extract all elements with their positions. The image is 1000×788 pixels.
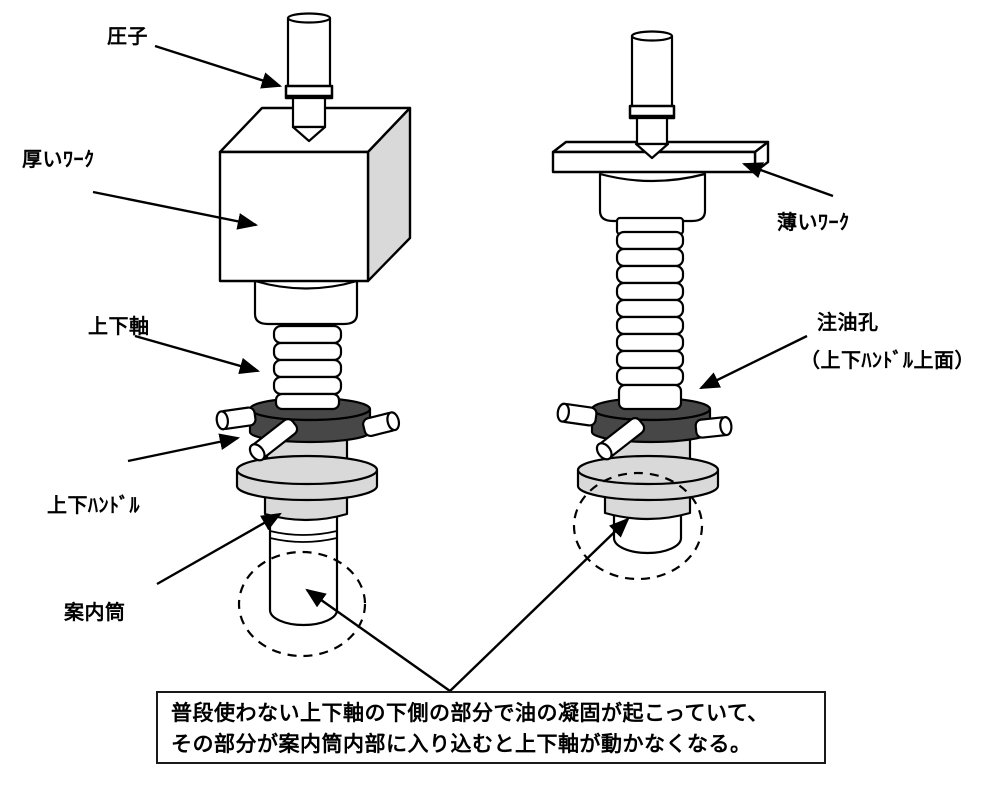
caption-arrow-left <box>305 588 451 692</box>
right-hub-handle-right <box>694 416 733 439</box>
left-dashed-circle <box>237 550 367 658</box>
left-flange <box>235 454 379 502</box>
caption-box: 普段使わない上下軸の下側の部分で油の凝固が起こっていて、 その部分が案内筒内部に… <box>156 691 826 764</box>
left-hub-handle-right <box>362 411 401 438</box>
left-assembly <box>215 12 412 658</box>
left-threaded-shaft <box>272 324 343 396</box>
guide-cylinder-arrow <box>156 512 282 586</box>
indenter-arrow <box>154 44 283 89</box>
vertical-handle-label: 上下ﾊﾝﾄﾞﾙ <box>47 495 140 517</box>
indenter-label: 圧子 <box>107 26 148 48</box>
right-assembly <box>551 30 770 581</box>
left-indenter <box>284 12 334 143</box>
right-threaded-shaft <box>615 216 685 387</box>
right-upper-collar <box>598 172 707 223</box>
caption-line-2: その部分が案内筒内部に入り込むと上下軸が動かなくなる。 <box>171 733 752 756</box>
caption-line-1: 普段使わない上下軸の下側の部分で油の凝固が起こっていて、 <box>171 702 769 725</box>
right-hub-handle-front <box>595 416 646 461</box>
left-hub-handle-left <box>215 406 257 431</box>
thick-work-label: 厚いﾜｰｸ <box>22 149 95 171</box>
left-upper-collar <box>253 279 359 326</box>
right-handle-hub <box>590 383 712 444</box>
right-flange <box>576 454 720 502</box>
callout-arrows <box>92 44 834 692</box>
vertical-handle-arrow <box>127 433 241 463</box>
caption-arrow-right <box>449 517 630 692</box>
vertical-shaft-label: 上下軸 <box>88 316 150 338</box>
oil-hole-arrow <box>699 334 808 390</box>
right-indenter <box>628 30 676 160</box>
guide-cylinder-label: 案内筒 <box>64 602 126 624</box>
left-guide-cylinder <box>268 512 339 627</box>
thick-work-arrow <box>92 190 259 230</box>
left-hub-handle-front <box>248 417 299 462</box>
oil-hole-label: 注油孔 <box>817 312 879 334</box>
right-hub-handle-left <box>556 402 598 427</box>
thin-work-label: 薄いﾜｰｸ <box>777 212 850 234</box>
right-dashed-circle <box>572 471 704 581</box>
thin-work-arrow <box>741 162 834 198</box>
oil-hole-sub-label: （上下ﾊﾝﾄﾞﾙ上面） <box>800 350 975 372</box>
vertical-shaft-arrow <box>134 334 261 375</box>
